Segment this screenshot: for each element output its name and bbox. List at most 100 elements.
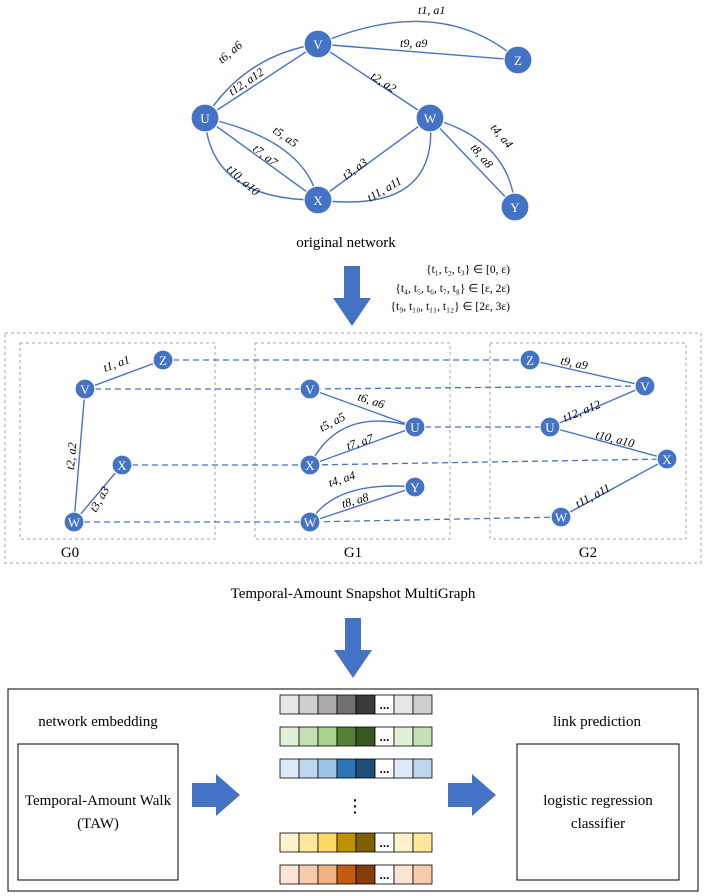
svg-text:V: V [80,382,90,397]
g1-node-w: W [299,511,321,533]
g0-node-z: Z [152,349,174,371]
snapshot-label-g2: G2 [579,545,597,561]
link-v [85,385,646,390]
g1-node-y: Y [404,476,426,498]
down-arrow-icon [334,618,372,678]
edge-w-y-t8 [429,117,516,208]
interval-2: {t₉, t₁₀, t₁₁, t₁₂} ∈ [2ε, 3ε) [391,301,511,313]
g1-edge-w-y-t4 [309,485,416,523]
embedding-title: network embedding [38,714,158,730]
vector-cell [298,864,319,885]
vector-cell [393,864,414,885]
g2-node-w: W [550,506,572,528]
vector-cell [317,758,338,779]
snapshot-outer-frame [4,332,702,564]
embedding-vectors: ...............⋮ [279,694,433,885]
vector-cell [412,758,433,779]
g1-edge-v-u [309,388,416,428]
edge-label: t4, a4 [488,121,516,151]
vector-cell [317,726,338,747]
edge-label: t1, a1 [418,3,445,17]
vector-cell [336,694,357,715]
edge-u-x-t10 [204,117,319,201]
vector-cell [336,832,357,853]
vector-cell [355,694,376,715]
vector-cell [355,726,376,747]
vector-cell [412,832,433,853]
g1-edge-x-u-t7 [309,426,416,466]
svg-text:X: X [117,458,127,473]
edge-label: t9, a9 [559,353,589,372]
g0-edge-v-w [73,388,86,523]
original-network-caption: original network [296,235,396,251]
vector-cell [393,758,414,779]
interval-0: {t₁, t₂, t₃} ∈ [0, ε) [426,264,510,276]
right-arrow-icon [448,774,496,816]
interval-1: {t₄, t₅, t₆, t₇, t₈} ∈ [ε, 2ε) [395,283,510,295]
edge-u-v-t12 [204,43,319,119]
edge-label: t9, a9 [400,36,427,50]
node-u: U [190,103,220,133]
edge-label: t5, a5 [317,409,348,434]
down-arrow-icon [333,266,371,326]
node-x: X [303,185,333,215]
snapshot-frame-g2 [489,342,687,540]
edge-v-z-t1 [317,20,519,61]
edge-label: t11, a11 [365,174,405,205]
edge-label: t2, a2 [368,69,399,96]
vector-cell [317,694,338,715]
vector-cell [393,832,414,853]
g2-node-z: Z [519,349,541,371]
edge-u-x-t7 [204,117,319,201]
classifier-box-line-1: logistic regression [543,793,653,809]
vector-cell [336,758,357,779]
svg-text:U: U [200,111,210,126]
interval-legend: {t₁, t₂, t₃} ∈ [0, ε) {t₄, t₅, t₆, t₇, t… [391,264,511,313]
edge-label: t10, a10 [594,427,636,450]
vector-ellipsis: ... [379,698,389,712]
g1-edge-w-y-t8 [309,486,416,523]
pipeline-panel: network embedding Temporal-Amount Walk (… [7,688,699,892]
edge-label: t7, a7 [345,431,376,453]
vector-cell [412,694,433,715]
node-v: V [303,29,333,59]
vector-cell [279,832,300,853]
g0-node-v: V [74,378,96,400]
g0-node-w: W [63,511,85,533]
g1-node-x: X [299,454,321,476]
svg-text:V: V [640,379,650,394]
edge-label: t11, a11 [573,481,613,511]
edge-label: t4, a4 [327,468,357,490]
vector-ellipsis: ... [379,762,389,776]
g0-edge-x-w [73,464,123,523]
vector-cell [298,694,319,715]
classifier-box-line-2: classifier [571,816,625,832]
edge-x-w-t3 [317,117,431,201]
edge-v-w-t2 [317,43,431,119]
g0-edge-v-z [84,359,164,390]
svg-text:U: U [545,420,555,435]
g2-edge-w-x [560,458,668,518]
edge-label: t10, a10 [224,162,263,199]
svg-text:U: U [410,420,420,435]
g1-node-v: V [299,378,321,400]
original-network: t1, a1 t9, a9 t6, a6 t12, a12 t2, a2 t5,… [190,3,533,251]
vector-cell [279,758,300,779]
g1-edge-x-u-t5 [309,420,416,466]
vector-ellipsis: ... [379,730,389,744]
vertical-ellipsis: ⋮ [346,796,364,817]
svg-text:V: V [313,37,323,52]
walk-box [17,743,179,881]
edge-label: t3, a3 [86,484,112,515]
pipeline-frame [7,688,699,892]
svg-text:Z: Z [526,353,534,368]
g2-node-v: V [634,375,656,397]
svg-text:Z: Z [159,353,167,368]
snapshot-multigraph: t1, a1 t2, a2 t3, a3 t6, a6 t5, a5 t7, a… [4,332,702,602]
svg-text:V: V [305,382,315,397]
svg-text:Z: Z [514,53,522,68]
edge-label: t6, a6 [215,38,245,66]
edge-u-v-t6 [204,43,319,119]
g2-edge-u-x [549,426,668,460]
